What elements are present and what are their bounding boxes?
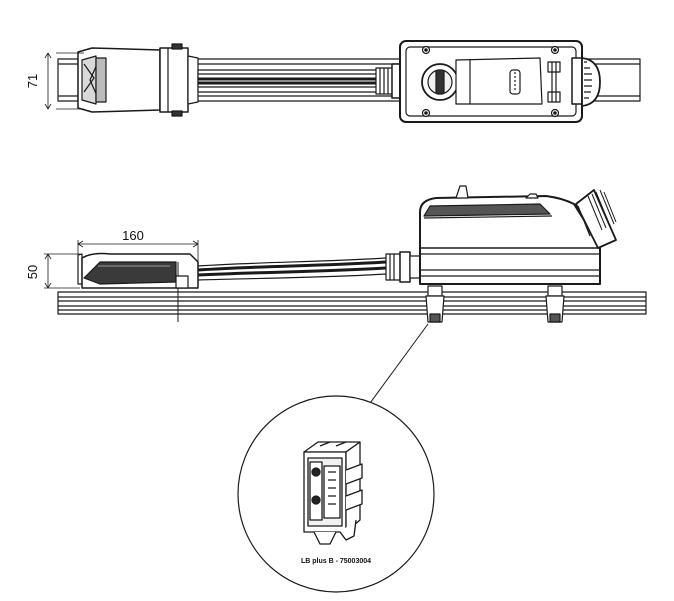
side-view-clip-left	[425, 285, 445, 323]
side-view-knob	[575, 189, 617, 249]
top-view-light-head	[77, 43, 199, 117]
side-view-cable-gland	[385, 251, 421, 283]
detail-bracket	[303, 441, 363, 545]
top-view: 71	[25, 40, 641, 123]
side-view-housing	[419, 185, 601, 285]
dimension-71: 71	[25, 52, 84, 110]
top-view-housing	[399, 40, 583, 123]
top-view-cable	[197, 69, 379, 93]
side-view-clip-right	[545, 285, 565, 323]
detail-callout: LB plus B - 75003004	[237, 323, 435, 593]
top-view-cable-gland	[375, 63, 403, 99]
dimension-160: 160	[77, 228, 199, 262]
dimension-label-160: 160	[122, 228, 144, 243]
side-view: 160 50	[25, 185, 647, 323]
detail-leader-line	[361, 323, 429, 415]
side-view-light-head	[77, 252, 199, 322]
dimension-label-50: 50	[25, 265, 40, 279]
top-view-knob	[571, 57, 601, 107]
side-view-cable	[197, 257, 387, 281]
dimension-50: 50	[25, 253, 80, 289]
detail-caption: LB plus B - 75003004	[301, 558, 371, 565]
dimension-label-71: 71	[25, 74, 40, 88]
